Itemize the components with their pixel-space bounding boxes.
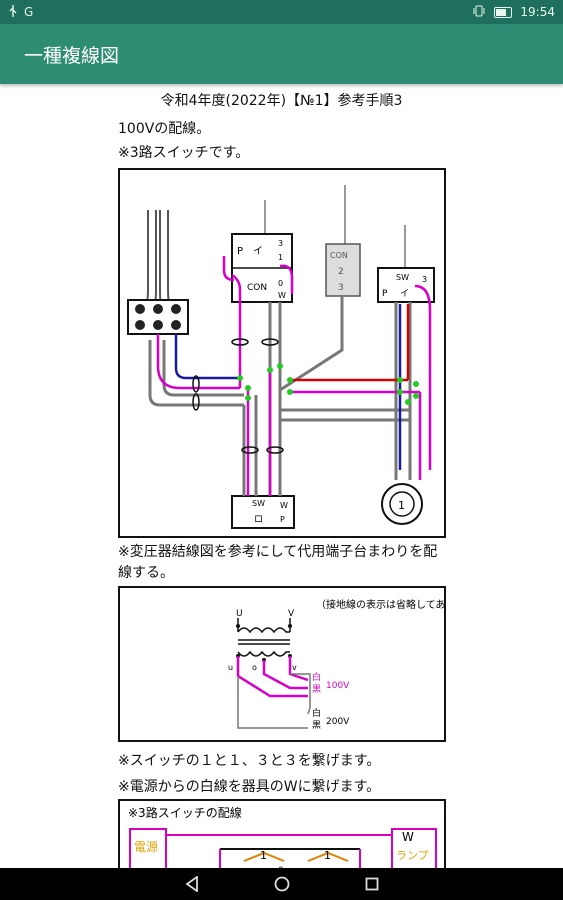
three-way-diagram-figure: ※3路スイッチの配線 電源 W ランプ 1 1 0 [118,799,446,868]
terminal-block [127,299,189,335]
three-way-title: ※3路スイッチの配線 [128,805,242,820]
right-label-i: イ [400,289,409,299]
lamp-receptacle: 1 [381,483,423,525]
three-way-diagram: ※3路スイッチの配線 電源 W ランプ 1 1 0 [128,805,437,868]
back-icon[interactable] [182,874,202,894]
text-line-3way: ※3路スイッチです。 [118,145,250,161]
label-white1: 白 [312,671,321,683]
bottom-label-w: W [280,501,288,510]
transformer-note: （接地線の表示は省略してある） [316,598,444,611]
label-u-bot: u [228,663,233,672]
label-100v: 100V [326,681,350,691]
label-o: 0 [278,866,284,868]
document-title: 令和4年度(2022年)【№1】参考手順3 [160,93,403,109]
right-label-sw: SW [396,273,409,282]
bottom-label-sw: SW [252,499,265,508]
status-bar: G 19:54 [0,0,563,24]
text-line-transformer: ※変圧器結線図を参考にして代用端子台まわりを配線する。 [118,544,438,581]
switch-box-bottom: SW ロ W P [231,495,295,529]
label-white2: 白 [312,707,321,719]
bottom-label-p: P [280,515,285,524]
battery-icon [494,6,513,18]
label-o-bot: o [252,663,257,672]
label-i: イ [253,246,263,257]
label-power: 電源 [134,840,158,854]
switch-box-top: P イ 3 1 CON 0 W [231,233,293,303]
label-200v: 200V [326,717,350,727]
google-icon: G [24,5,34,19]
lamp-label: 1 [398,499,405,512]
label-black2: 黒 [312,720,321,731]
text-line-switch-connect: ※スイッチの１と１、３と３を繋げます。 [118,753,381,769]
label-3: 3 [278,239,283,248]
label-p: P [237,246,243,257]
label-w: W [402,830,414,844]
label-con: CON [247,283,267,293]
vibrate-icon [472,5,486,20]
recents-icon[interactable] [362,874,382,894]
center-label-3: 3 [338,283,344,293]
text-line-100v: 100Vの配線。 [118,121,211,137]
bottom-label-ro: ロ [254,515,263,525]
label-1b: 1 [324,849,331,862]
label-v-top: V [288,609,295,619]
home-icon[interactable] [272,874,292,894]
center-label-con: CON [330,251,348,260]
app-bar: 一種複線図 [0,24,563,84]
label-w: W [278,291,286,300]
status-time: 19:54 [520,5,555,19]
center-con-box: CON 2 3 [325,243,361,297]
right-label-3: 3 [422,275,427,284]
document-content[interactable]: 令和4年度(2022年)【№1】参考手順3 100Vの配線。 ※3路スイッチです… [0,84,563,868]
right-label-p: P [382,289,388,299]
switch-box-right: SW P イ 3 [377,267,435,303]
label-1a: 1 [260,849,267,862]
label-black1: 黒 [312,684,321,695]
navigation-bar [0,868,563,900]
transformer-diagram: （接地線の表示は省略してある） U V u o v [228,598,465,731]
wiring-diagram: P イ 3 1 CON 0 W CON 2 3 SW P イ 3 [127,185,435,529]
label-o: 0 [278,279,283,288]
label-1: 1 [278,253,283,262]
label-lamp: ランプ [396,849,429,862]
label-v-bot: v [292,663,297,672]
label-u-top: U [236,609,243,619]
transformer-diagram-figure: （接地線の表示は省略してある） U V u o v [118,586,465,742]
app-title: 一種複線図 [24,44,120,67]
wiring-diagram-figure: P イ 3 1 CON 0 W CON 2 3 SW P イ 3 [118,168,446,538]
center-label-2: 2 [338,267,344,277]
text-line-white-to-w: ※電源からの白線を器具のWに繋げます。 [118,779,381,795]
usb-icon [8,4,18,20]
